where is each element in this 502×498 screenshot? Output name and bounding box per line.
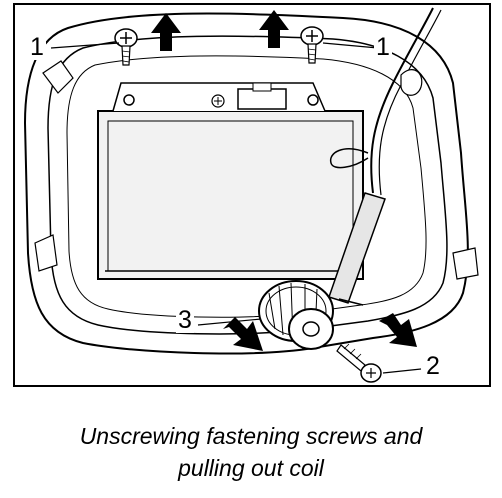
callout-3: 3 <box>176 306 194 334</box>
diagram-illustration <box>13 3 491 387</box>
connector-latch <box>252 82 272 92</box>
wire-loop <box>329 148 369 169</box>
leader-2 <box>382 368 422 374</box>
callout-2: 2 <box>424 352 442 380</box>
arrow-up-left <box>151 13 181 51</box>
housing-inner-outline <box>47 35 448 335</box>
callout-1-left: 1 <box>28 33 46 61</box>
screw-1-left <box>114 28 138 66</box>
left-clip <box>42 60 74 94</box>
coil-arm <box>328 192 386 304</box>
callout-1-right: 1 <box>374 33 392 61</box>
right-top-clip <box>400 69 423 96</box>
connector <box>237 88 287 110</box>
housing-outer-outline <box>23 12 469 355</box>
coil <box>258 280 334 350</box>
caption-line-1: Unscrewing fastening screws and <box>79 423 423 449</box>
leader-1-right <box>322 42 379 49</box>
figure-caption: Unscrewing fastening screws and pulling … <box>0 420 502 484</box>
leader-3 <box>197 318 262 326</box>
control-module <box>97 110 364 280</box>
screw-2 <box>336 343 382 383</box>
arrow-up-right <box>259 10 289 48</box>
left-clip-lower <box>34 234 58 272</box>
arrow-coil-pull <box>223 317 263 351</box>
cable <box>370 7 434 194</box>
arrow-screw-out <box>379 313 417 347</box>
screw-hole-left <box>123 94 135 106</box>
screw-1-right <box>300 26 324 64</box>
screw-hole-right <box>307 94 319 106</box>
caption-line-2: pulling out coil <box>178 455 324 481</box>
right-clip <box>452 247 479 280</box>
leader-1-left <box>50 42 120 49</box>
